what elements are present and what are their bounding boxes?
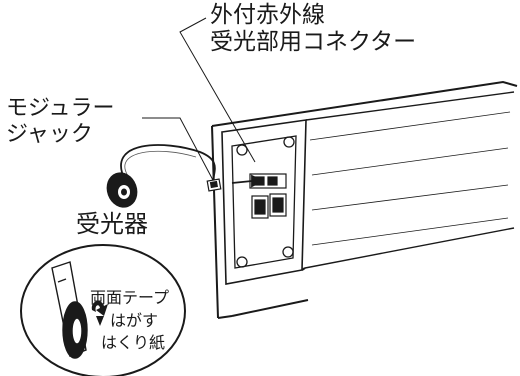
leader-lines bbox=[142, 17, 256, 183]
detail-callout-circle bbox=[20, 244, 186, 376]
side-panel bbox=[231, 111, 511, 269]
projector-housing bbox=[211, 80, 518, 319]
release-paper-label: はくり紙 bbox=[101, 333, 166, 352]
modular-plug bbox=[206, 178, 222, 192]
receiver-label: 受光器 bbox=[76, 210, 148, 238]
modular-jack-label: モジュラー ジャック bbox=[6, 96, 115, 147]
receiver-icon bbox=[106, 172, 138, 208]
insertion-arrow bbox=[231, 174, 265, 188]
connector-label: 外付赤外線 受光部用コネクター bbox=[210, 2, 417, 56]
receiver-cable bbox=[120, 144, 216, 187]
double-sided-tape-label: 両面テープ bbox=[90, 288, 170, 307]
peel-arrow-icon bbox=[91, 301, 108, 326]
peel-off-label: はがす bbox=[110, 311, 159, 330]
tape-roll bbox=[51, 261, 88, 359]
